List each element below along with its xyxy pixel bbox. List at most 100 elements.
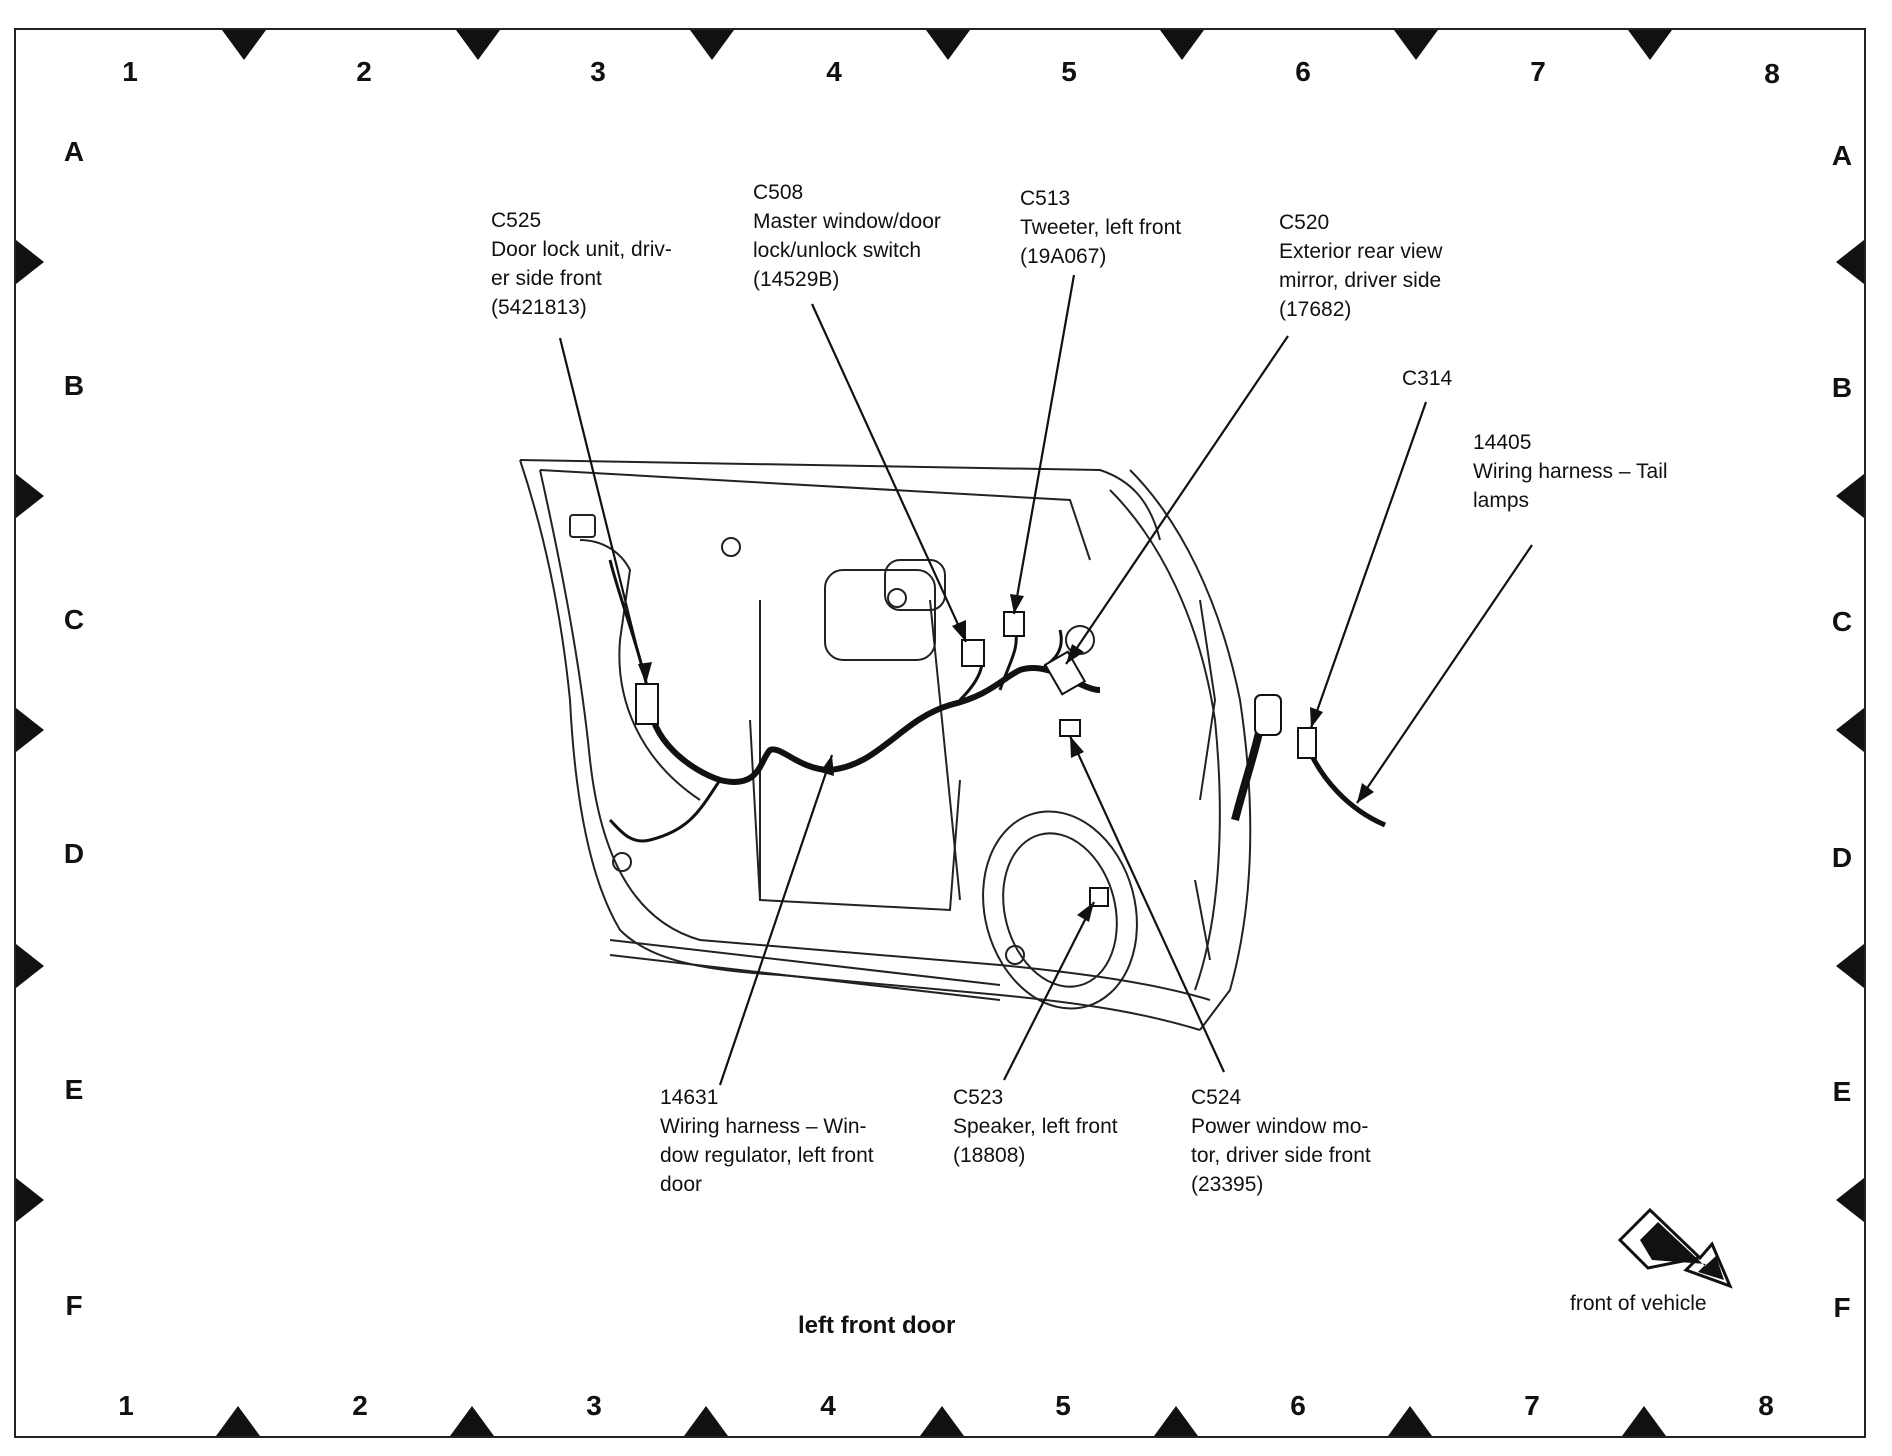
door-panel: [519, 459, 1252, 1031]
connector-hinge: [1254, 694, 1282, 736]
connector-c520: [1043, 650, 1087, 696]
callout-line: Power window mo-: [1191, 1115, 1369, 1138]
marker-bottom-1: [216, 1406, 260, 1436]
arrowhead-14631: [820, 755, 834, 776]
bolt-hole-3: [612, 852, 632, 872]
access-hole: [884, 559, 946, 611]
col-label-bottom-2: 2: [352, 1390, 368, 1421]
leader-c524: [1069, 735, 1225, 1073]
callout-line: Wiring harness – Tail: [1473, 460, 1668, 483]
callout-line: er side front: [491, 267, 602, 290]
callout-line: (18808): [953, 1144, 1026, 1167]
inner-panel: [579, 539, 701, 801]
grid-markers: [16, 30, 1864, 1436]
leader-c525: [558, 337, 648, 685]
col-label-bottom-8: 8: [1758, 1390, 1774, 1421]
bolt-hole-2: [887, 588, 907, 608]
col-label-top-2: 2: [356, 56, 372, 87]
callout-line: Tweeter, left front: [1020, 216, 1182, 239]
row-label-right-f: F: [1833, 1292, 1851, 1323]
marker-right-2: [1836, 474, 1864, 518]
row-label-left-a: A: [63, 136, 85, 167]
hinge-bracket: [1194, 599, 1217, 961]
leader-c314: [1309, 401, 1428, 729]
connectors: [635, 611, 1317, 907]
marker-left-5: [16, 1178, 44, 1222]
connector-c513: [1003, 611, 1025, 637]
col-label-top-7: 7: [1530, 56, 1546, 87]
callout-line: lamps: [1473, 489, 1530, 512]
harness-to-mirror: [1039, 629, 1063, 672]
front-of-vehicle-arrow: [1617, 1207, 1733, 1289]
marker-top-2: [456, 30, 500, 60]
speaker-opening-inner: [1002, 832, 1118, 988]
col-label-top-5: 5: [1061, 56, 1077, 87]
col-label-top-3: 3: [590, 56, 606, 87]
callout-line: door: [660, 1173, 703, 1196]
marker-right-5: [1836, 1178, 1864, 1222]
row-label-left-f: F: [65, 1290, 83, 1321]
leader-c523: [1003, 901, 1095, 1081]
callout-line: (14529B): [753, 268, 840, 291]
arrowhead-c524: [1070, 736, 1084, 758]
marker-top-5: [1160, 30, 1204, 60]
callout-line: Door lock unit, driv-: [491, 238, 672, 261]
front-of-vehicle-label: front of vehicle: [1570, 1292, 1707, 1315]
bolt-hole-1: [721, 537, 741, 557]
callout-line: mirror, driver side: [1279, 269, 1442, 292]
door-hinge-edge-inner: [1109, 489, 1221, 991]
col-label-bottom-1: 1: [118, 1390, 134, 1421]
callout-code: C314: [1402, 367, 1453, 390]
arrowhead-c523: [1077, 902, 1094, 922]
callout-line: (17682): [1279, 298, 1352, 321]
marker-left-4: [16, 944, 44, 988]
col-label-bottom-7: 7: [1524, 1390, 1540, 1421]
col-label-top-8: 8: [1764, 58, 1780, 89]
speaker-opening-outer: [982, 810, 1138, 1010]
callout-line: lock/unlock switch: [753, 239, 922, 262]
marker-top-7: [1628, 30, 1672, 60]
leader-c520: [1065, 335, 1289, 665]
door-inner-edge: [539, 469, 1091, 561]
connector-c525: [635, 683, 659, 725]
leader-arrowheads: [638, 594, 1374, 922]
leader-14631: [718, 754, 834, 1086]
col-label-top-4: 4: [826, 56, 842, 87]
harness-lower: [608, 779, 722, 843]
marker-bottom-6: [1388, 1406, 1432, 1436]
row-label-left-d: D: [63, 838, 85, 869]
callout-line: tor, driver side front: [1191, 1144, 1371, 1167]
leader-14405: [1356, 544, 1533, 804]
connector-c524: [1059, 719, 1081, 737]
row-label-left-e: E: [64, 1074, 84, 1105]
callout-line: (5421813): [491, 296, 587, 319]
diagram-frame: [14, 28, 1866, 1438]
marker-top-4: [926, 30, 970, 60]
arrowhead-c525: [638, 662, 652, 684]
lower-sill: [609, 939, 1001, 1001]
leader-c508: [810, 303, 968, 643]
callout-line: Exterior rear view: [1279, 240, 1443, 263]
col-label-top-1: 1: [122, 56, 138, 87]
callout-line: Master window/door: [753, 210, 941, 233]
marker-bottom-5: [1154, 1406, 1198, 1436]
callout-line: Wiring harness – Win-: [660, 1115, 867, 1138]
callout-line: Speaker, left front: [953, 1115, 1118, 1138]
row-label-right-e: E: [1832, 1076, 1852, 1107]
arrowhead-c508: [952, 620, 966, 642]
col-label-bottom-5: 5: [1055, 1390, 1071, 1421]
col-label-top-6: 6: [1295, 56, 1311, 87]
arrowhead-14405: [1357, 783, 1374, 803]
window-frame: [539, 469, 1211, 1001]
marker-top-3: [690, 30, 734, 60]
door-outer-edge: [519, 459, 1201, 1031]
marker-bottom-7: [1622, 1406, 1666, 1436]
callout-line: dow regulator, left front: [660, 1144, 874, 1167]
